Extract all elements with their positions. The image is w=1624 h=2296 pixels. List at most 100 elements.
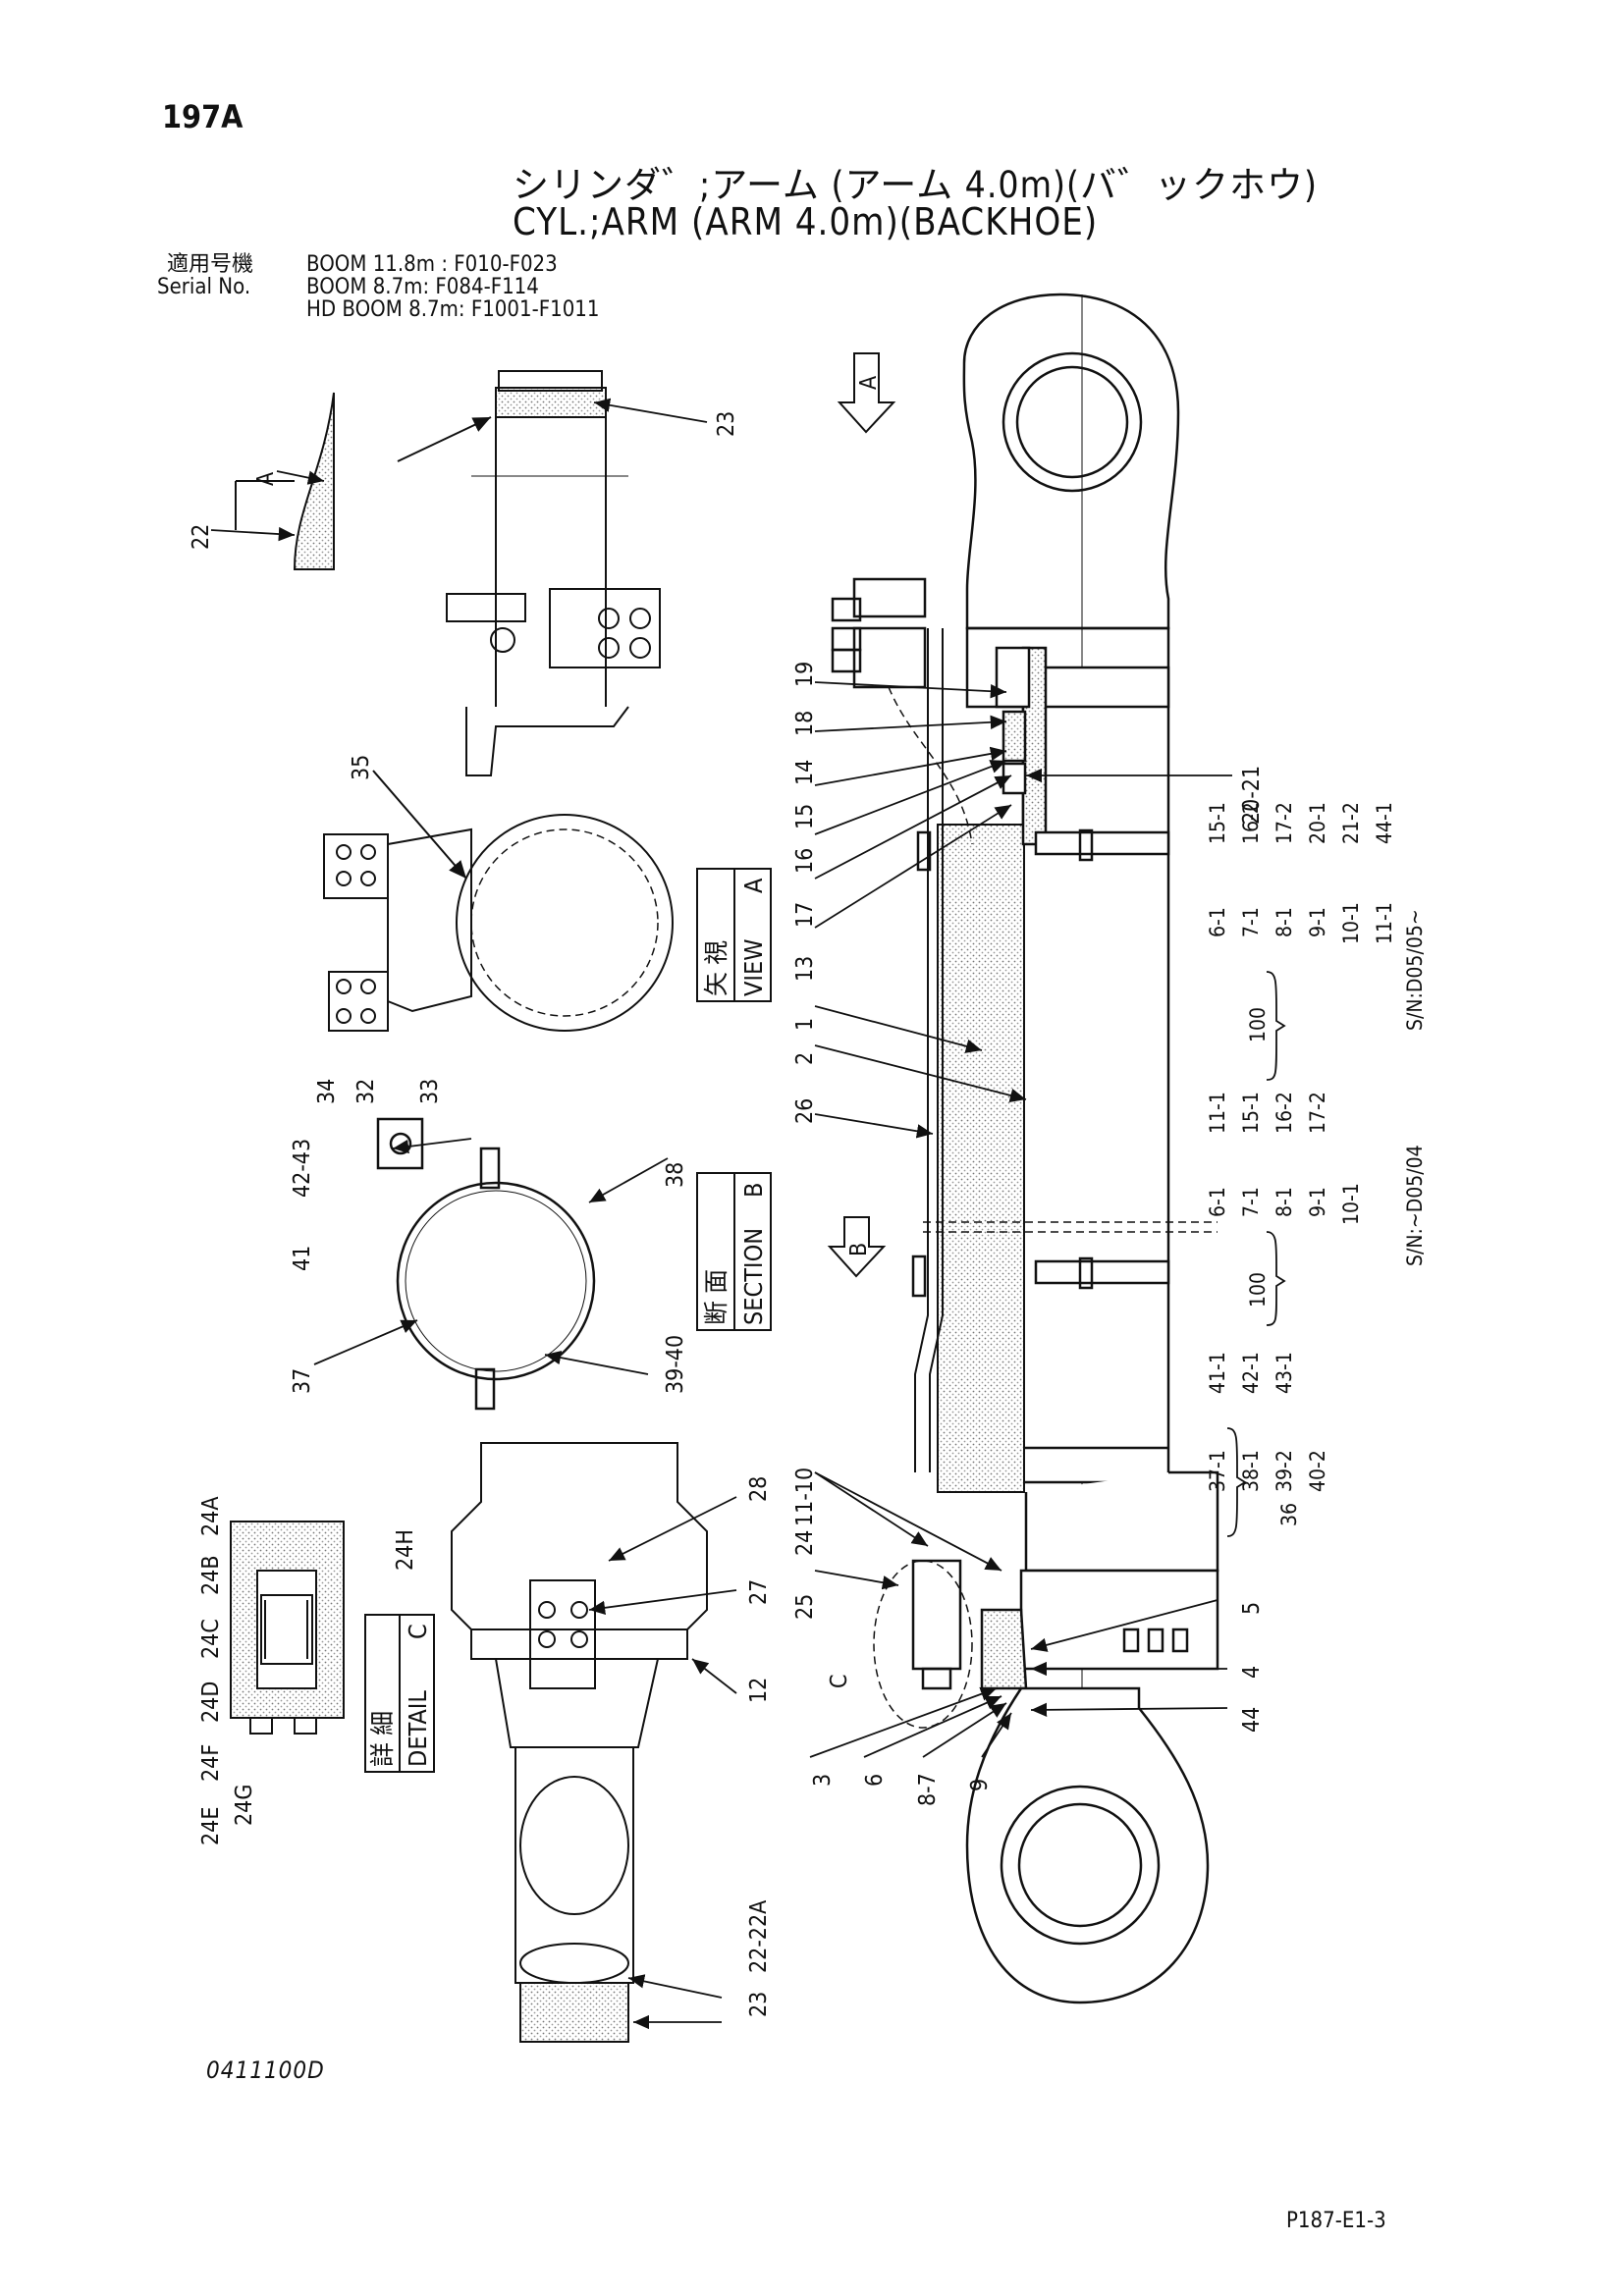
callout-1: 1 [792, 1018, 818, 1031]
callout-6: 6 [862, 1774, 888, 1787]
detail-c-label-en: DETAIL [404, 1690, 432, 1767]
kit-new-cell: 20-1 [1306, 802, 1329, 844]
main-cylinder [831, 293, 1219, 2004]
detail-middle [451, 1442, 708, 2043]
detail-c-assembly [230, 1521, 345, 1735]
kit-old-code: 100 [1246, 1272, 1270, 1308]
view-label-boxes [364, 868, 772, 1773]
kit-old-serial: S/N:~D05/04 [1403, 1145, 1427, 1266]
view-a-label-letter: A [739, 878, 768, 893]
applicability-row-1: BOOM 11.8m : F010-F023 [306, 252, 558, 277]
callout-38: 38 [663, 1162, 688, 1188]
inset-top-left [235, 392, 335, 570]
callout-24A: 24A [198, 1497, 224, 1536]
callout-17: 17 [792, 902, 818, 928]
view-a-inset-letter: A [253, 472, 279, 486]
callout-22: 22 [189, 524, 214, 550]
title-english: CYL.;ARM (ARM 4.0m)(BACKHOE) [513, 200, 1099, 243]
callout-44: 44 [1239, 1707, 1265, 1733]
callout-12: 12 [746, 1678, 772, 1703]
kit-clamp-cell: 37-1 [1206, 1450, 1229, 1492]
kit-clamp-cell: 39-2 [1272, 1450, 1296, 1492]
applicability-row-3: HD BOOM 8.7m: F1001-F1011 [306, 297, 600, 322]
callout-5: 5 [1239, 1602, 1265, 1615]
callout-28: 28 [746, 1476, 772, 1502]
callout-39-40: 39-40 [663, 1335, 688, 1394]
callout-24: 24 [792, 1530, 818, 1556]
callout-35: 35 [349, 755, 374, 780]
kit-clamp-cell: 41-1 [1206, 1352, 1229, 1394]
kit-old-cell: 17-2 [1306, 1092, 1329, 1134]
kit-table-new: 100 S/N:D05/05~ 6-1 7-1 8-1 9-1 10-1 11-… [1206, 802, 1427, 1081]
callout-37: 37 [290, 1368, 315, 1394]
view-arrow-a-letter: A [856, 376, 882, 390]
kit-new-code: 100 [1246, 1007, 1270, 1042]
callout-24G: 24G [232, 1785, 257, 1826]
kit-clamp-cell: 38-1 [1239, 1450, 1263, 1492]
view-arrow-b-letter: B [846, 1243, 872, 1256]
kit-old-cell: 9-1 [1306, 1187, 1329, 1217]
callout-41: 41 [290, 1246, 315, 1271]
detail-c-label-jp: 詳 細 [368, 1711, 397, 1767]
callout-8-7: 8-7 [915, 1773, 941, 1806]
kit-new-cell: 10-1 [1339, 902, 1363, 944]
callout-24F: 24F [198, 1744, 224, 1782]
callout-14: 14 [792, 760, 818, 785]
callout-2: 2 [792, 1052, 818, 1065]
kit-new-cell: 9-1 [1306, 907, 1329, 937]
view-a-label-en: VIEW [739, 939, 768, 996]
callout-24D: 24D [198, 1682, 224, 1723]
callout-16: 16 [792, 848, 818, 874]
callout-23-top: 23 [714, 411, 739, 437]
callout-23-bottom: 23 [746, 1992, 772, 2017]
kit-new-cell: 21-2 [1339, 802, 1363, 844]
kit-new-cell: 7-1 [1239, 907, 1263, 937]
kit-clamp-cell: 40-2 [1306, 1450, 1329, 1492]
callout-13: 13 [792, 956, 818, 982]
view-arrow-b [827, 1216, 887, 1278]
kit-clamp-code: 36 [1277, 1503, 1301, 1526]
callout-34: 34 [314, 1079, 340, 1104]
section-b-clamp [376, 1117, 596, 1411]
kit-new-cell: 6-1 [1206, 907, 1229, 937]
callout-4: 4 [1239, 1666, 1265, 1679]
callout-20-21: 20-21 [1239, 766, 1265, 825]
callout-18: 18 [792, 711, 818, 736]
kit-old-cell: 11-1 [1206, 1092, 1229, 1134]
view-a-label-jp: 矢 視 [702, 940, 731, 996]
applicability-label-en: Serial No. [157, 275, 251, 299]
callout-42-43: 42-43 [290, 1139, 315, 1198]
top-view [397, 370, 661, 776]
kit-old-cell: 10-1 [1339, 1183, 1363, 1225]
view-arrow-a [837, 352, 896, 434]
kit-clamp-cell: 43-1 [1272, 1352, 1296, 1394]
callout-33: 33 [417, 1079, 443, 1104]
callout-24H: 24H [393, 1529, 418, 1571]
applicability-label-jp: 適用号機 [167, 252, 254, 277]
kit-table-clamp: 36 37-1 38-1 39-2 40-2 41-1 42-1 43-1 [1206, 1352, 1329, 1537]
callout-27: 27 [746, 1579, 772, 1605]
callout-22-22A: 22-22A [746, 1900, 772, 1973]
kit-old-cell: 7-1 [1239, 1187, 1263, 1217]
callout-25: 25 [792, 1594, 818, 1620]
kit-new-cell: 44-1 [1373, 802, 1396, 844]
callout-26: 26 [792, 1098, 818, 1124]
callout-24B: 24B [198, 1555, 224, 1595]
kit-new-serial: S/N:D05/05~ [1403, 909, 1427, 1031]
callout-15: 15 [792, 804, 818, 829]
detail-c-label-letter: C [404, 1624, 432, 1639]
leader-lines [210, 398, 1232, 2030]
callout-24C: 24C [198, 1619, 224, 1659]
kit-old-cell: 6-1 [1206, 1187, 1229, 1217]
kit-new-cell: 15-1 [1206, 802, 1229, 844]
kit-new-cell: 16-2 [1239, 802, 1263, 844]
detail-c-callout: C [827, 1675, 852, 1688]
applicability-row-2: BOOM 8.7m: F084-F114 [306, 275, 539, 299]
kit-new-cell: 8-1 [1272, 907, 1296, 937]
section-b-label-jp: 断 面 [702, 1269, 731, 1325]
callout-32: 32 [353, 1079, 379, 1104]
kit-clamp-cell: 42-1 [1239, 1352, 1263, 1394]
page-number: 197A [162, 98, 244, 135]
title-japanese: シリンダ゛;アーム (アーム 4.0m)(バ゛ックホウ) [513, 164, 1319, 206]
